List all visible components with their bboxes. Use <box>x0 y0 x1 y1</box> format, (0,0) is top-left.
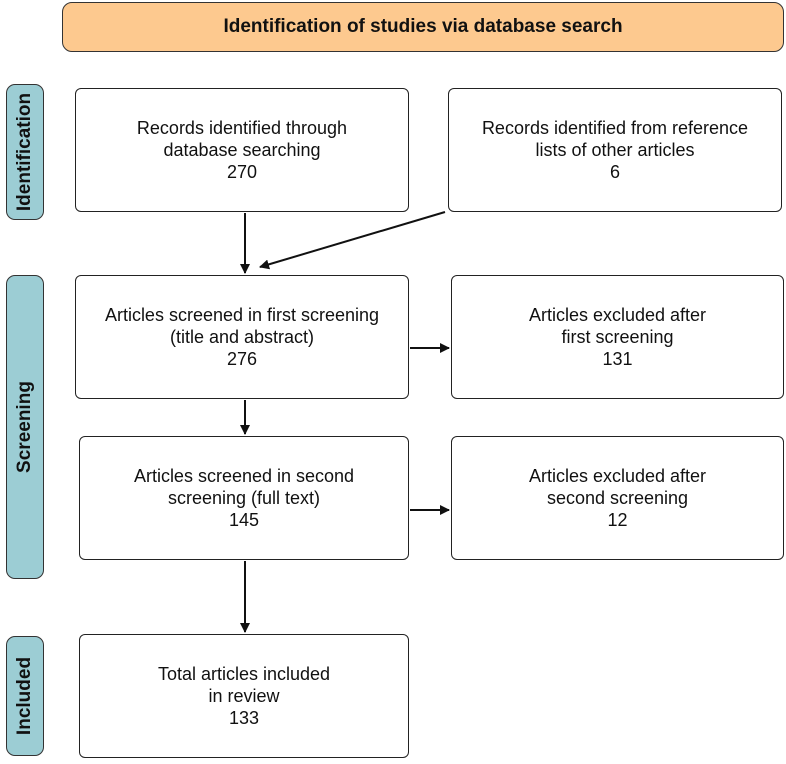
box-second-screening: Articles screened in second screening (f… <box>79 436 409 560</box>
box-database-records: Records identified through database sear… <box>75 88 409 212</box>
box-text: Records identified from reference <box>481 118 749 138</box>
box-text: lists of other articles <box>535 140 695 160</box>
box-count: 145 <box>228 510 260 530</box>
box-count: 270 <box>226 162 258 182</box>
box-first-excluded: Articles excluded after first screening … <box>451 275 784 399</box>
box-text: Total articles included <box>157 664 331 684</box>
box-text: second screening <box>546 488 689 508</box>
arrow-ref-to-first-screening <box>259 211 446 270</box>
box-first-screening: Articles screened in first screening (ti… <box>75 275 409 399</box>
box-text: Records identified through <box>136 118 348 138</box>
box-reference-records: Records identified from reference lists … <box>448 88 782 212</box>
box-included: Total articles included in review 133 <box>79 634 409 758</box>
box-text: in review <box>208 686 280 706</box>
box-text: Articles excluded after <box>528 466 707 486</box>
box-count: 6 <box>609 162 620 182</box>
box-text: screening (full text) <box>167 488 321 508</box>
box-text: Articles screened in first screening <box>104 305 380 325</box>
box-count: 131 <box>602 349 633 369</box>
box-text: first screening <box>561 327 674 347</box>
diagram-header: Identification of studies via database s… <box>62 2 784 52</box>
box-second-excluded: Articles excluded after second screening… <box>451 436 784 560</box>
stage-screening: Screening <box>6 275 44 579</box>
stage-included: Included <box>6 636 44 756</box>
stage-identification: Identification <box>6 84 44 220</box>
box-text: Articles screened in second <box>133 466 355 486</box>
box-count: 276 <box>226 349 258 369</box>
box-text: database searching <box>163 140 321 160</box>
header-title: Identification of studies via database s… <box>223 16 623 37</box>
box-count: 133 <box>228 708 260 728</box>
box-text: Articles excluded after <box>528 305 707 325</box>
box-text: (title and abstract) <box>169 327 315 347</box>
box-count: 12 <box>607 510 628 530</box>
